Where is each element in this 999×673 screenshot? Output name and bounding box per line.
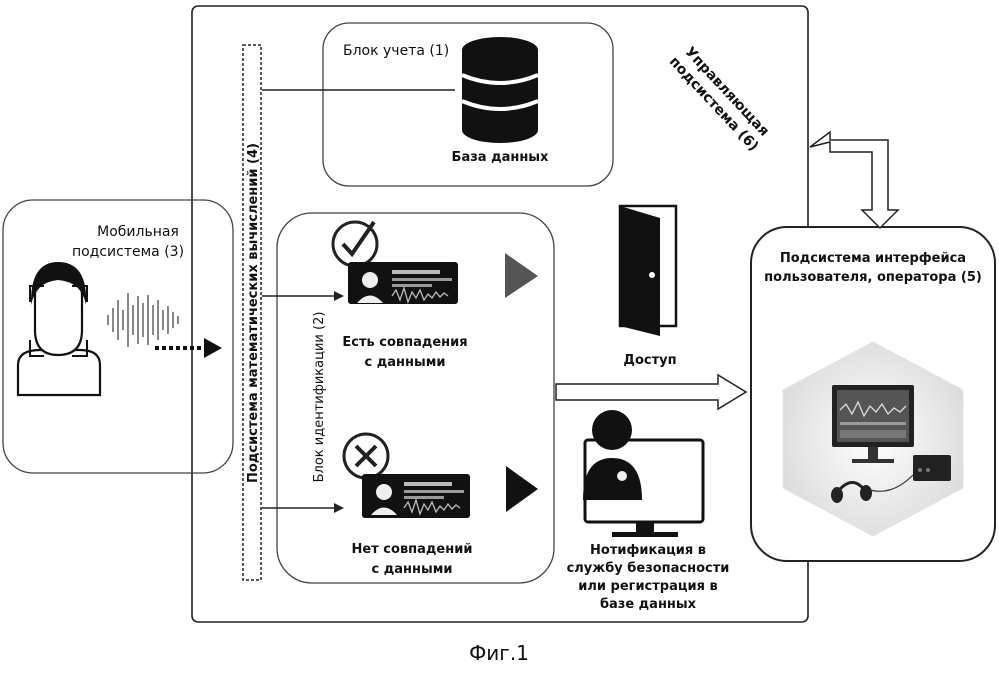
access-label: Доступ bbox=[623, 353, 676, 368]
mobile-subsystem-label-2: подсистема (3) bbox=[72, 244, 184, 260]
dotted-arrow-right bbox=[155, 338, 222, 358]
math-subsystem-bar bbox=[242, 44, 262, 581]
match-label-2: с данными bbox=[365, 355, 446, 370]
door-icon bbox=[618, 204, 678, 336]
hollow-arrow-right bbox=[555, 373, 748, 411]
database-icon bbox=[461, 37, 539, 143]
cross-icon bbox=[342, 432, 390, 480]
mobile-subsystem-frame bbox=[2, 199, 234, 474]
double-arrow-connector bbox=[809, 130, 900, 230]
notification-label-2: службу безопасности bbox=[567, 561, 730, 576]
sound-wave-icon bbox=[107, 293, 179, 347]
figure-caption: Фиг.1 bbox=[469, 641, 529, 665]
math-subsystem-label: Подсистема математических вычислений (4) bbox=[246, 143, 261, 483]
accounting-block-frame bbox=[322, 22, 614, 187]
notification-label-4: базе данных bbox=[600, 597, 697, 612]
id-card-match-icon bbox=[348, 262, 458, 305]
ui-subsystem-label-2: пользователя, оператора (5) bbox=[764, 270, 982, 285]
check-icon bbox=[331, 220, 379, 268]
mobile-subsystem-label-1: Мобильная bbox=[97, 224, 179, 240]
identification-block-label: Блок идентификации (2) bbox=[312, 312, 327, 483]
triangle-nomatch-icon bbox=[506, 466, 538, 512]
control-subsystem-label: Управляющая подсистема (6) bbox=[666, 44, 772, 154]
notification-label-3: или регистрация в bbox=[578, 579, 717, 594]
nomatch-label-2: с данными bbox=[372, 562, 453, 577]
notification-label-1: Нотификация в bbox=[590, 543, 706, 558]
arrow-to-match bbox=[262, 291, 344, 301]
accounting-block-title: Блок учета (1) bbox=[343, 43, 449, 59]
workstation-icon bbox=[831, 385, 951, 503]
nomatch-label-1: Нет совпадений bbox=[352, 542, 473, 557]
operator-monitor-icon bbox=[583, 410, 705, 537]
identification-block-frame bbox=[276, 212, 555, 584]
database-label: База данных bbox=[452, 150, 550, 165]
arrow-to-nomatch bbox=[262, 503, 344, 513]
person-face-scan-icon bbox=[16, 262, 102, 397]
ui-subsystem-label-1: Подсистема интерфейса bbox=[780, 251, 966, 266]
match-label-1: Есть совпадения bbox=[342, 335, 467, 350]
triangle-match-icon bbox=[505, 253, 538, 298]
id-card-nomatch-icon bbox=[362, 474, 470, 518]
